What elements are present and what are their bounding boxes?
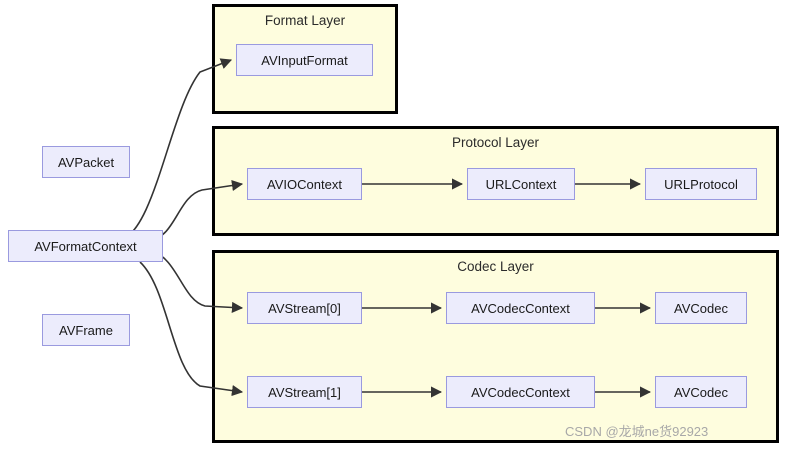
layer-title-codec: Codec Layer	[457, 259, 534, 274]
node-avcodec-0[interactable]: AVCodec	[655, 292, 747, 324]
node-avcodeccontext-0[interactable]: AVCodecContext	[446, 292, 595, 324]
node-label: AVCodecContext	[471, 384, 570, 400]
node-label: AVCodec	[674, 300, 728, 316]
node-urlprotocol[interactable]: URLProtocol	[645, 168, 757, 200]
node-label: AVInputFormat	[261, 52, 348, 68]
node-label: AVCodecContext	[471, 300, 570, 316]
node-label: AVStream[0]	[268, 300, 341, 316]
node-avstream-1[interactable]: AVStream[1]	[247, 376, 362, 408]
node-avpacket[interactable]: AVPacket	[42, 146, 130, 178]
node-avformatcontext[interactable]: AVFormatContext	[8, 230, 163, 262]
layer-title-protocol: Protocol Layer	[451, 135, 540, 150]
node-avinputformat[interactable]: AVInputFormat	[236, 44, 373, 76]
node-label: AVFormatContext	[34, 238, 137, 254]
node-label: URLProtocol	[664, 176, 738, 192]
node-label: AVFrame	[59, 322, 113, 338]
watermark: CSDN @龙城ne货92923	[565, 424, 709, 439]
layer-box-codec	[212, 250, 779, 443]
node-avcodeccontext-1[interactable]: AVCodecContext	[446, 376, 595, 408]
node-label: AVStream[1]	[268, 384, 341, 400]
node-avcodec-1[interactable]: AVCodec	[655, 376, 747, 408]
node-avframe[interactable]: AVFrame	[42, 314, 130, 346]
node-label: AVCodec	[674, 384, 728, 400]
node-label: AVIOContext	[267, 176, 342, 192]
node-aviocontext[interactable]: AVIOContext	[247, 168, 362, 200]
node-label: URLContext	[485, 176, 557, 192]
node-urlcontext[interactable]: URLContext	[467, 168, 575, 200]
layer-title-format: Format Layer	[264, 13, 346, 28]
node-label: AVPacket	[57, 154, 115, 170]
node-avstream-0[interactable]: AVStream[0]	[247, 292, 362, 324]
